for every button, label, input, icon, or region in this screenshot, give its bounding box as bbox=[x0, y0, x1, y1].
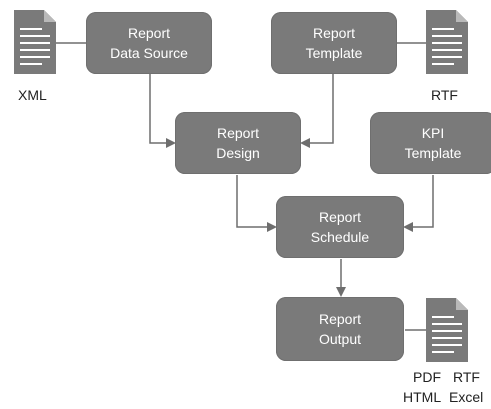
report-design-line2: Design bbox=[216, 145, 260, 161]
report-data-source-line2: Data Source bbox=[110, 45, 188, 61]
report-data-source-line1: Report bbox=[127, 25, 171, 41]
report-schedule-line2: Schedule bbox=[310, 229, 370, 245]
output-pdf-label: PDF bbox=[413, 369, 441, 385]
kpi-template-node: KPI Template bbox=[370, 112, 491, 174]
rtf-label: RTF bbox=[431, 87, 458, 103]
rtf-template-document-icon bbox=[426, 10, 468, 74]
report-schedule-node: Report Schedule bbox=[276, 196, 404, 258]
output-rtf-label: RTF bbox=[453, 369, 480, 385]
report-design-line1: Report bbox=[216, 125, 260, 141]
connector-design-to-schedule bbox=[236, 175, 277, 232]
connector-kpi-to-schedule bbox=[403, 175, 434, 232]
report-output-line2: Output bbox=[318, 331, 362, 347]
kpi-template-line2: Template bbox=[404, 145, 462, 161]
output-html-label: HTML bbox=[403, 389, 442, 405]
output-excel-label: Excel bbox=[449, 389, 484, 405]
report-output-line1: Report bbox=[318, 311, 362, 327]
connector-data-source-to-design bbox=[149, 74, 176, 148]
xml-document-icon bbox=[14, 10, 56, 74]
connector-template-to-design bbox=[300, 74, 334, 148]
kpi-template-line1: KPI bbox=[421, 125, 445, 141]
output-document-icon bbox=[426, 298, 468, 362]
report-template-line1: Report bbox=[312, 25, 356, 41]
report-data-source-node: Report Data Source bbox=[86, 12, 212, 74]
xml-label: XML bbox=[18, 87, 47, 103]
report-output-node: Report Output bbox=[276, 297, 404, 361]
report-schedule-line1: Report bbox=[318, 209, 362, 225]
report-template-node: Report Template bbox=[271, 12, 397, 74]
report-template-line2: Template bbox=[305, 45, 363, 61]
report-design-node: Report Design bbox=[175, 112, 301, 174]
